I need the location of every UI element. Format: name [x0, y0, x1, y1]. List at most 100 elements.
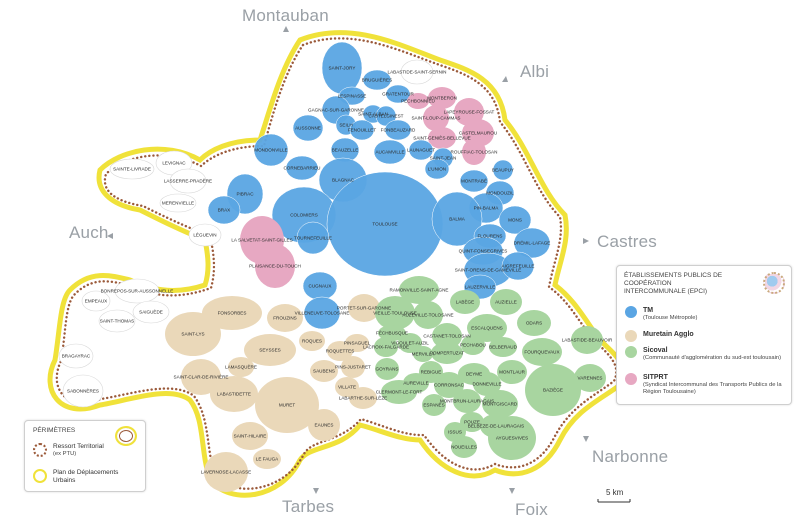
commune-bubble-varennes	[574, 364, 606, 392]
legend-label-muretain: Muretain Agglo	[643, 331, 694, 338]
commune-label-l-union: L'UNION	[428, 167, 446, 172]
commune-label-aigrefeuille: AIGREFEUILLE	[502, 264, 535, 269]
commune-label-escalquens: ESCALQUENS	[471, 326, 502, 331]
commune-bubble-l-guevin	[188, 223, 222, 247]
commune-bubble-goyrans	[375, 358, 399, 380]
commune-bubble-odars	[517, 310, 551, 336]
commune-label-saint-hilaire: SAINT-HILAIRE	[234, 434, 267, 439]
commune-label-mons: MONS	[508, 218, 522, 223]
commune-label-espan-s: ESPANÈS	[423, 402, 444, 408]
north-arrow-triangle	[283, 26, 289, 32]
commune-bubble-saubens	[310, 360, 338, 382]
commune-label-saubens: SAUBENS	[313, 369, 335, 374]
legend-epci-title: ÉTABLISSEMENTS PUBLICS DE COOPÉRATION IN…	[624, 272, 723, 295]
commune-bubble-montrab-	[459, 169, 489, 193]
northeast-arrow-triangle	[502, 76, 508, 82]
commune-label-cornebarrieu: CORNEBARRIEU	[283, 166, 320, 171]
legend-perimetres: PÉRIMÈTRES Ressort Territorial (ex PTU) …	[24, 420, 146, 492]
commune-label-fonsorbes: FONSORBES	[218, 311, 247, 316]
commune-bubble-fenouillet	[349, 119, 375, 141]
commune-label-vigoulet-auzil: VIGOULET-AUZIL	[391, 341, 429, 346]
commune-label-beauzelle: BEAUZELLE	[332, 148, 359, 153]
commune-label-saint-clar-de-rivi-re: SAINT-CLAR-DE-RIVIÈRE	[174, 374, 229, 380]
commune-bubble-corronsac	[434, 372, 464, 398]
commune-bubble-labastide-beauvoir	[571, 326, 603, 354]
commune-label-tournefeuille: TOURNEFEUILLE	[294, 236, 332, 241]
commune-label-fenouillet: FENOUILLET	[348, 128, 377, 133]
commune-label-saint-jory: SAINT-JORY	[329, 66, 356, 71]
commune-label-brugui-res: BRUGUIÈRES	[362, 77, 392, 83]
commune-bubble-bragayrac	[58, 343, 94, 369]
commune-bubble-pompertuzat	[431, 342, 463, 364]
commune-bubble-saint-thomas	[98, 309, 136, 333]
commune-bubble-beaupuy	[492, 159, 514, 181]
legend-sub-sicoval: (Communauté d'agglomération du sud-est t…	[643, 355, 782, 361]
commune-label-deyme: DEYME	[466, 372, 482, 377]
commune-label-bragayrac: BRAGAYRAC	[62, 354, 91, 359]
commune-label-labastide-beauvoir: LABASTIDE-BEAUVOIR	[562, 338, 613, 343]
commune-bubble-saint-geni-s-bellevue	[428, 127, 456, 149]
commune-bubble-lamasqu-re	[228, 357, 254, 377]
commune-label-saint-thomas: SAINT-THOMAS	[100, 319, 134, 324]
commune-label-odars: ODARS	[526, 321, 542, 326]
commune-label-le-fauga: LE FAUGA	[256, 457, 279, 462]
legend-swatch-ptu	[33, 443, 47, 457]
commune-bubble-sainte-livrade	[109, 158, 155, 180]
city-label-albi: Albi	[520, 62, 550, 81]
legend-epci-icon	[763, 272, 785, 294]
commune-bubble-espan-s	[422, 394, 446, 416]
commune-label-goyrans: GOYRANS	[376, 367, 399, 372]
commune-label-vieille-toulouse: VIEILLE-TOULOUSE	[373, 311, 417, 316]
commune-bubble-brax	[207, 195, 241, 225]
legend-label-sicoval: Sicoval	[643, 347, 668, 354]
commune-label-aussonne: AUSSONNE	[295, 126, 321, 131]
commune-label-lauzerville: LAUZERVILLE	[465, 285, 496, 290]
legend-item-sitprt: SITPRT (Syndicat Intercommunal des Trans…	[625, 373, 783, 396]
commune-label-corronsac: CORRONSAC	[434, 383, 465, 388]
commune-label-donneville: DONNEVILLE	[472, 382, 501, 387]
commune-label-roquettes: ROQUETTES	[326, 349, 355, 354]
commune-label-noueilles: NOUEILLES	[451, 445, 477, 450]
commune-label-pompertuzat: POMPERTUZAT	[430, 351, 464, 356]
commune-bubble-gratentour	[385, 84, 411, 104]
commune-label-labastidette: LABASTIDETTE	[217, 392, 251, 397]
commune-label-varennes: VARENNES	[578, 376, 603, 381]
commune-label-saint-alban: SAINT-ALBAN	[358, 112, 388, 117]
commune-bubble-f-chbusque	[378, 325, 406, 341]
commune-label-pouze: POUZE	[464, 420, 480, 425]
commune-bubble-noueilles	[451, 436, 477, 458]
commune-label-ayguesvives: AYGUESVIVES	[496, 436, 528, 441]
commune-label-gagnac-sur-garonne: GAGNAC-SUR-GARONNE	[308, 108, 364, 113]
commune-label-castelginest: CASTELGINEST	[369, 114, 404, 119]
commune-bubble-saigu-de	[132, 300, 170, 324]
commune-bubble-saint-hilaire	[232, 422, 268, 450]
commune-bubble-clermont-le-fort	[381, 380, 417, 404]
city-label-montauban: Montauban	[242, 6, 329, 25]
commune-bubble-roquettes	[327, 341, 353, 361]
commune-bubble-mervilla	[413, 346, 433, 362]
commune-label-lacroix-falgarde: LACROIX-FALGARDE	[363, 345, 409, 350]
commune-bubble-pouze	[460, 412, 484, 432]
commune-label-aucamville: AUCAMVILLE	[375, 150, 404, 155]
city-label-foix: Foix	[515, 500, 548, 519]
legend-label-ptu: Ressort Territorial	[53, 443, 104, 450]
commune-label-villeneuve-tolosane: VILLENEUVE-TOLOSANE	[295, 311, 350, 316]
commune-bubble-portet-sur-garonne	[348, 294, 380, 322]
commune-label-mondonville: MONDONVILLE	[254, 148, 287, 153]
commune-bubble-pins-justaret	[341, 356, 365, 378]
legend-label-pdu: Plan de Déplacements Urbains	[53, 469, 119, 484]
east-arrow-triangle	[583, 238, 589, 244]
legend-swatch-muretain	[625, 330, 637, 342]
commune-label-merenvielle: MERENVIELLE	[162, 201, 194, 206]
commune-label-montgiscard: MONTGISCARD	[483, 402, 518, 407]
commune-bubble-lapeyrouse-fossat	[454, 98, 484, 126]
commune-bubble-tournefeuille	[296, 221, 330, 255]
commune-label-muret: MURET	[279, 403, 296, 408]
commune-bubble-saint-loup-cammas	[423, 105, 449, 131]
commune-bubble-mons	[498, 205, 532, 235]
commune-label-castelmaurou: CASTELMAUROU	[459, 131, 497, 136]
commune-label-seilh: SEILH	[339, 123, 352, 128]
commune-bubble-dr-mil-lafage	[513, 227, 551, 259]
southwest-arrow-triangle	[313, 488, 319, 494]
commune-label-pins-justaret: PINS-JUSTARET	[335, 365, 371, 370]
